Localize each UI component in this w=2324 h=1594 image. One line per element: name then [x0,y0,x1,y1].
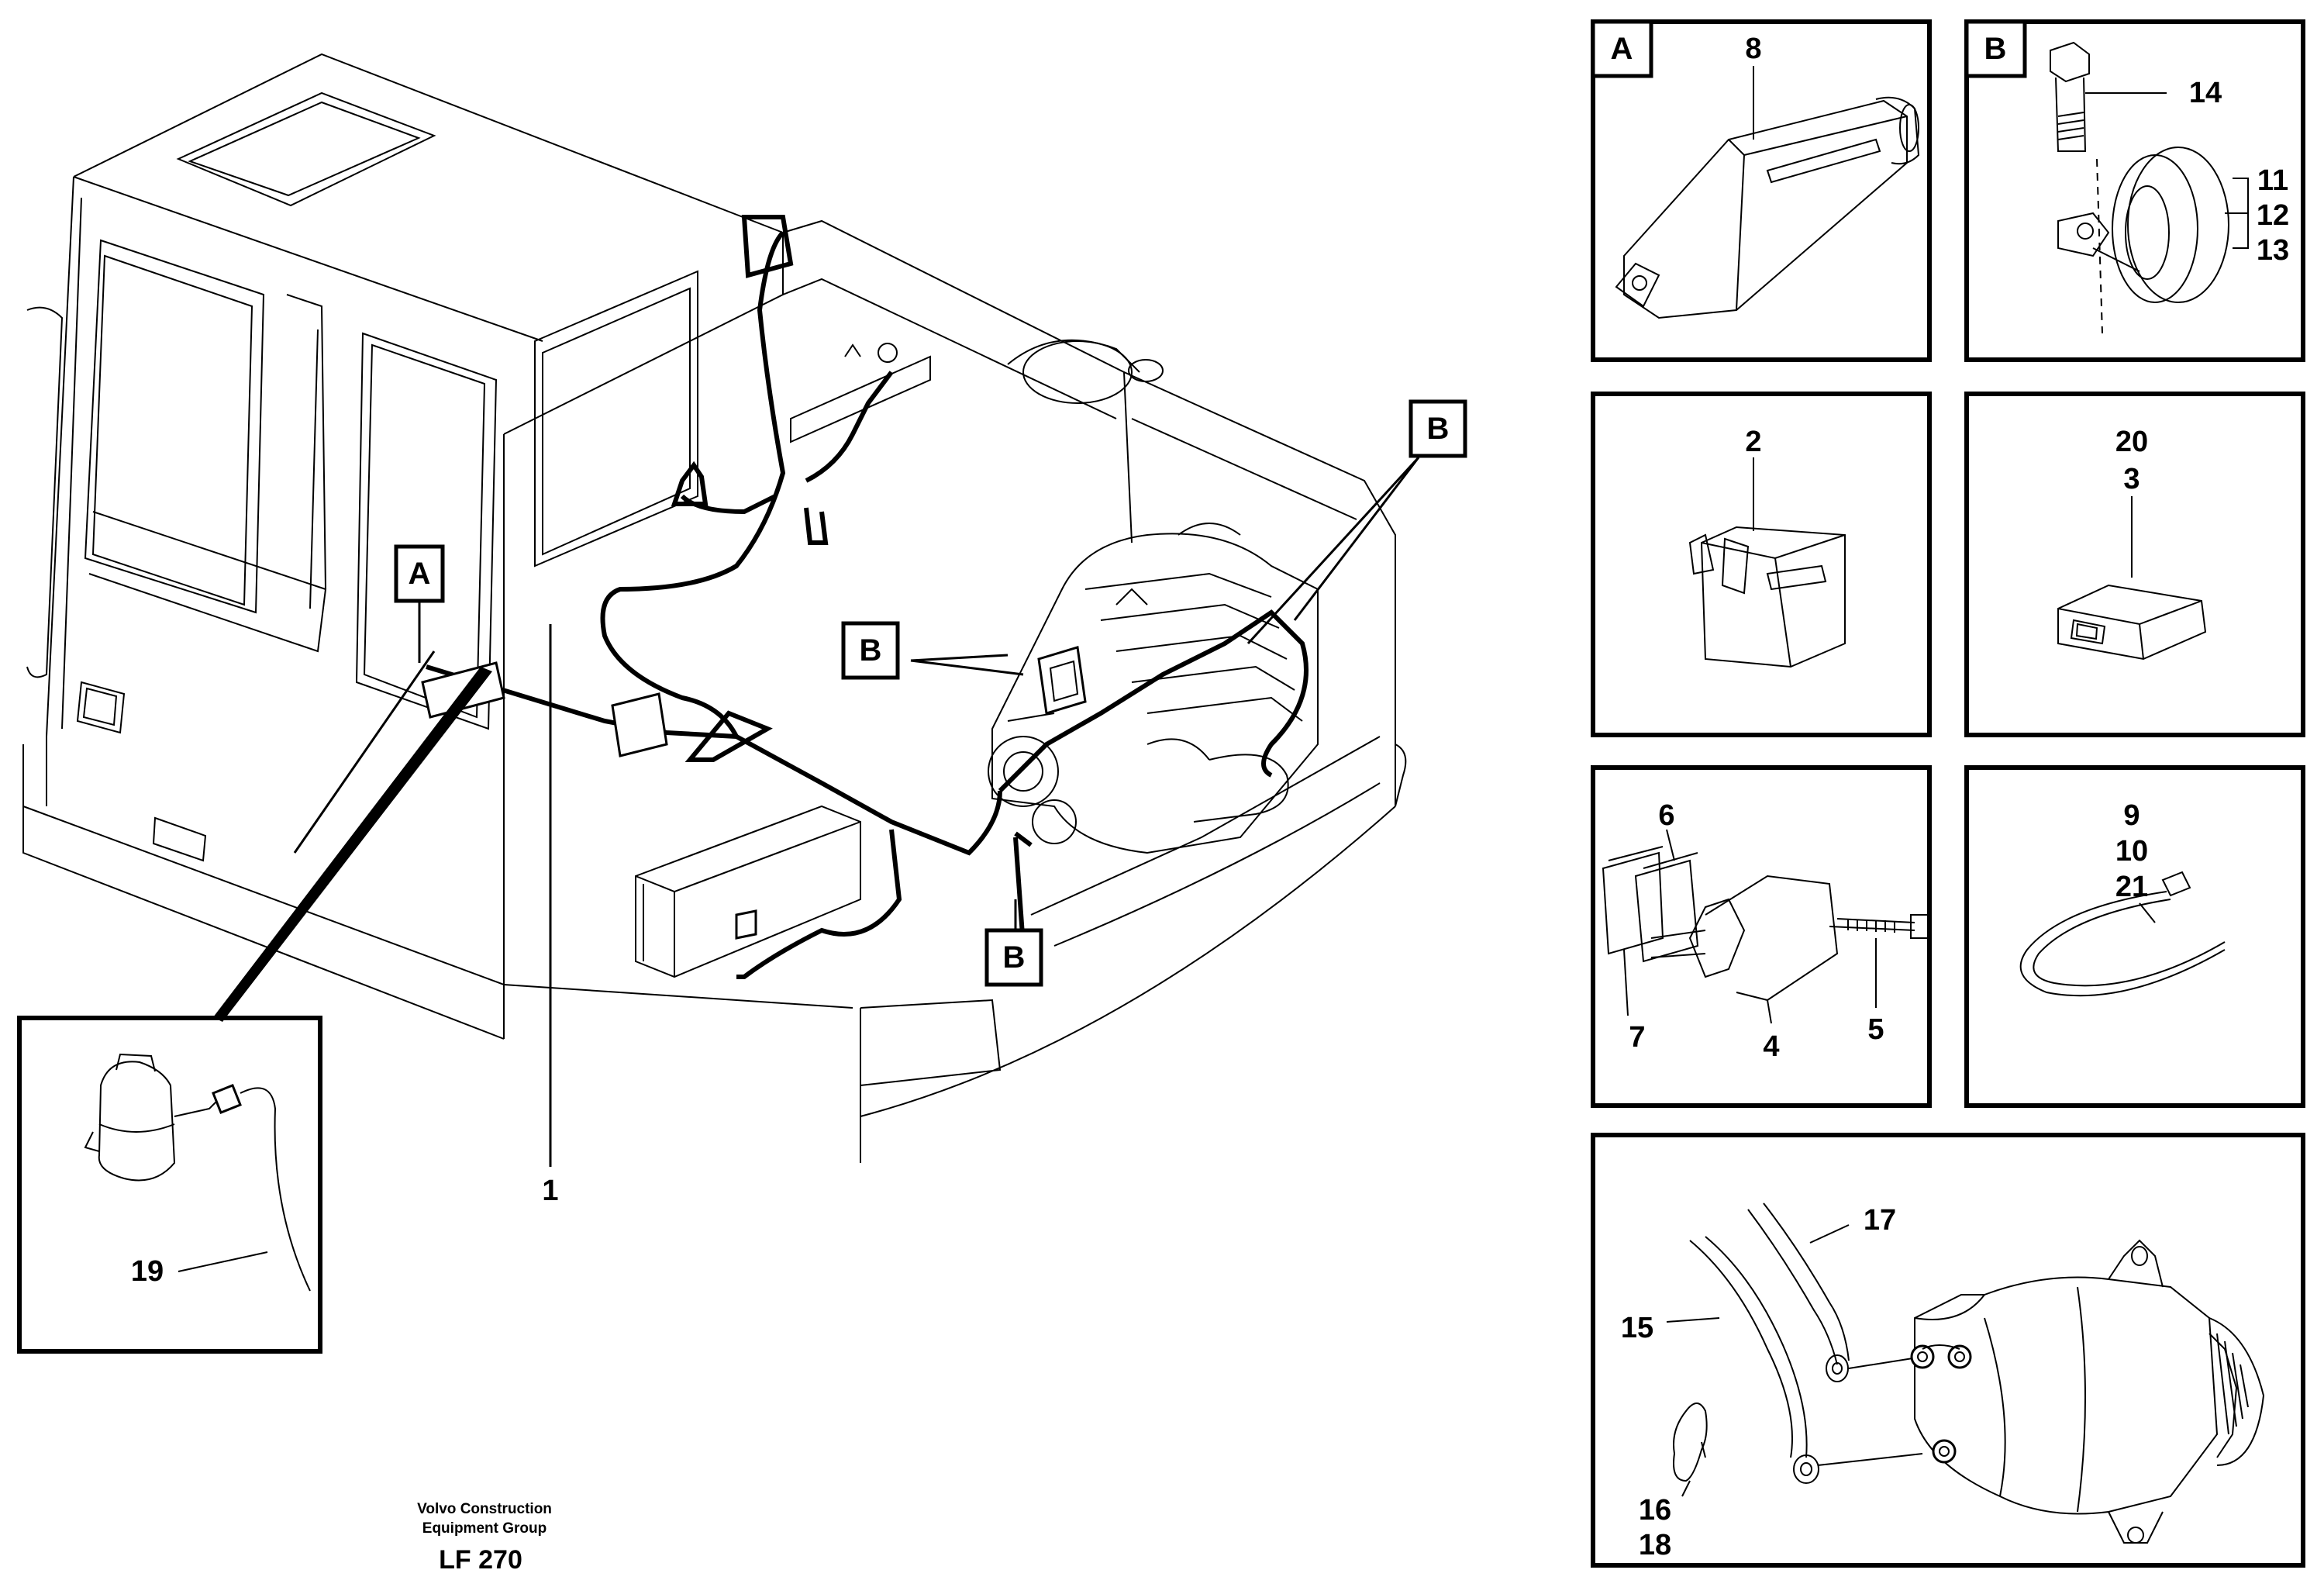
part-number-2: 2 [1745,426,1761,458]
company-name-line1: Volvo Construction [417,1501,552,1517]
part-number-1: 1 [542,1175,558,1207]
footer: Volvo Construction Equipment Group LF 27… [417,1501,552,1575]
part-number-14: 14 [2189,77,2222,109]
excavator-main-view [22,53,1420,1167]
part-number-3: 3 [2123,463,2140,495]
part-number-18: 18 [1639,1529,1671,1561]
part-number-7: 7 [1629,1021,1645,1054]
callout-a-main: A [394,544,445,663]
panel-connector: 20 3 [1964,392,2305,737]
part-number-5: 5 [1867,1013,1884,1046]
detail-19-panel: 19 [17,1016,322,1354]
part-number-11: 11 [2257,164,2288,197]
svg-text:B: B [1003,940,1026,975]
panel-alternator: 17 15 16 18 [1591,1133,2305,1568]
panel-cable-tie: 9 10 21 [1964,765,2305,1108]
part-number-8: 8 [1745,33,1761,65]
part-number-9: 9 [2123,799,2140,832]
part-number-15: 15 [1621,1312,1653,1344]
svg-text:A: A [1611,32,1633,66]
leader-to-detail-19 [213,667,492,1022]
part-number-10: 10 [2115,835,2148,868]
part-number-4: 4 [1763,1030,1779,1063]
callout-b-top: B [1409,399,1467,458]
part-number-12: 12 [2257,199,2289,232]
part-number-17: 17 [1864,1204,1896,1237]
part-number-19: 19 [131,1255,164,1288]
panel-b-cable-clamp: B 14 11 12 13 [1964,19,2305,362]
panel-relay: 2 [1591,392,1932,737]
engine-drawing [988,523,1319,854]
callout-b-bottom: B [984,928,1043,987]
part-number-6: 6 [1658,799,1674,832]
svg-text:B: B [1427,412,1450,446]
part-number-16: 16 [1639,1494,1671,1527]
svg-text:A: A [409,557,431,591]
page-code: LF 270 [439,1545,522,1575]
panel-switch: 6 7 4 5 [1591,765,1932,1108]
company-name-line2: Equipment Group [422,1520,547,1537]
svg-text:B: B [860,633,882,668]
callout-b-engine: B [841,621,900,680]
part-number-13: 13 [2257,234,2289,267]
part-number-20: 20 [2115,426,2148,458]
svg-text:B: B [1984,32,2007,66]
panel-a-harness-connector: A 8 [1591,19,1932,362]
